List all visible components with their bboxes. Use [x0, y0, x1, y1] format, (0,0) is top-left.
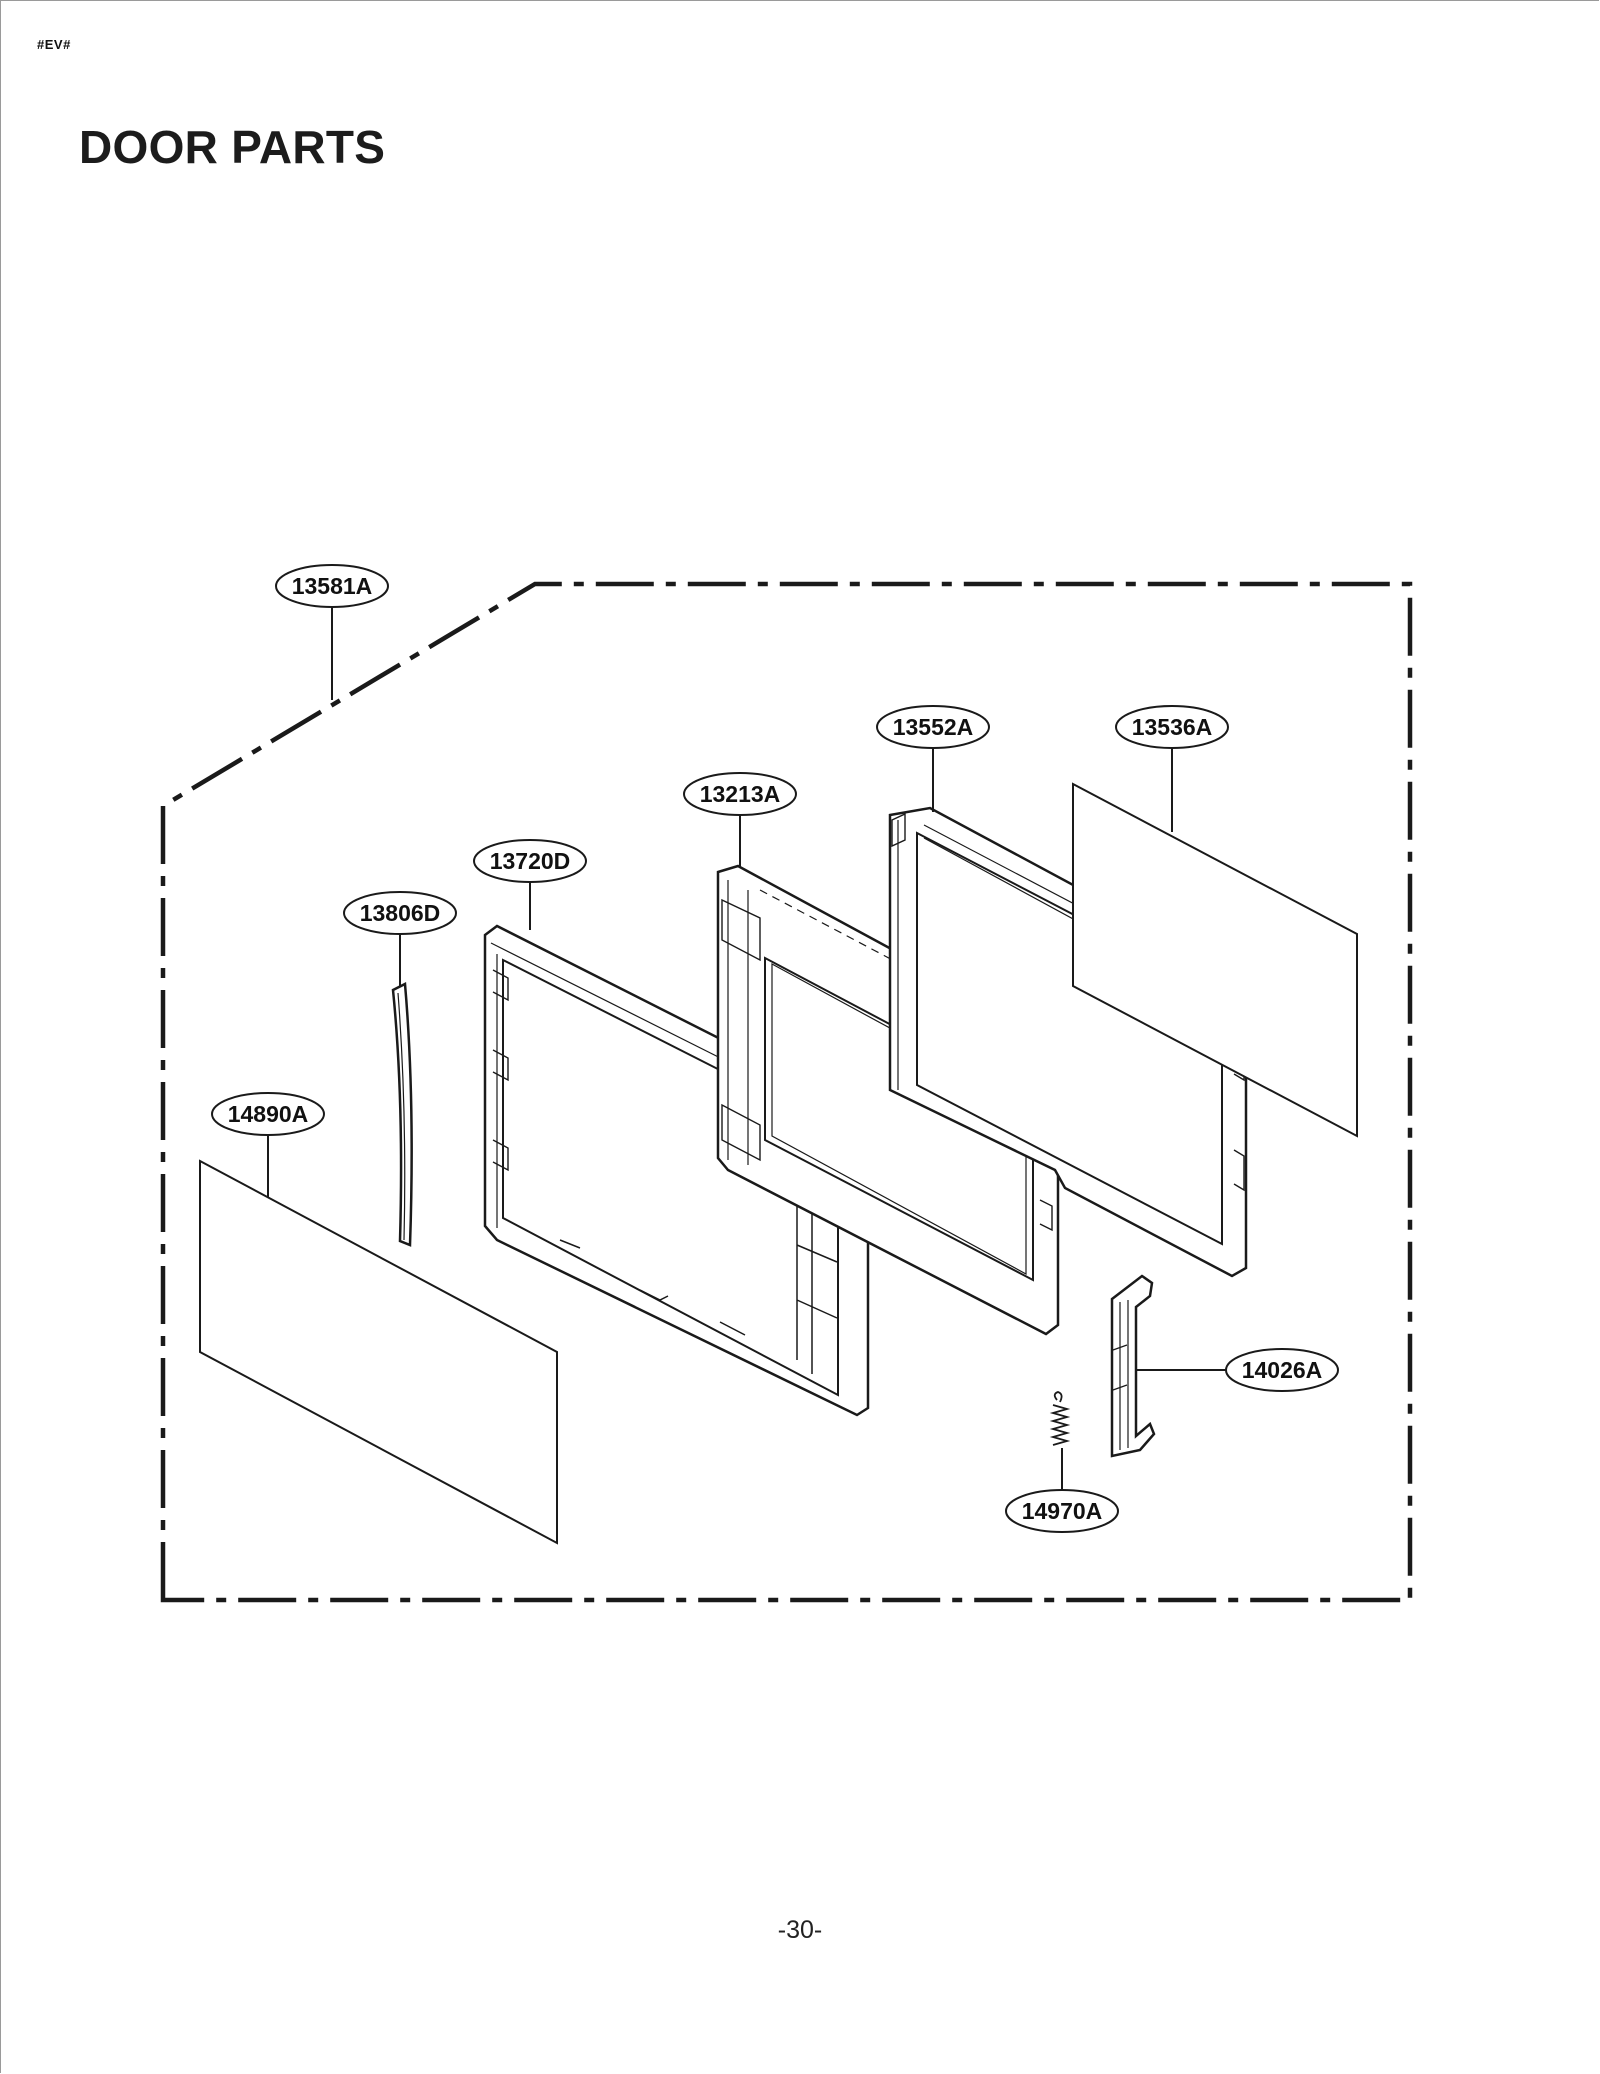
callout-choke-cover: 13536A: [1115, 705, 1229, 749]
choke-cover-outline: [1072, 782, 1358, 1138]
latch-spring-part: [1049, 1391, 1071, 1446]
assembly-boundary: [160, 581, 1413, 1603]
callout-assembly: 13581A: [275, 564, 389, 608]
page-number: -30-: [777, 1916, 823, 1944]
callout-latch-key: 14026A: [1225, 1348, 1339, 1392]
callout-label: 14026A: [1242, 1357, 1323, 1383]
door-front-part: [483, 924, 870, 1417]
choke-cover-part: [1072, 782, 1358, 1138]
callout-choke-frame: 13552A: [876, 705, 990, 749]
leader-lines: [267, 607, 1237, 1493]
callout-label: 14970A: [1022, 1498, 1103, 1524]
callout-label: 14890A: [228, 1101, 309, 1127]
handle-part: [391, 982, 413, 1247]
latch-key-part: [1110, 1274, 1156, 1458]
callout-handle: 13806D: [343, 891, 457, 935]
page-code: #EV#: [37, 37, 71, 52]
callout-door-sheet: 14890A: [211, 1092, 325, 1136]
callout-label: 13536A: [1132, 714, 1213, 740]
callout-door-front: 13720D: [473, 839, 587, 883]
callout-door-frame: 13213A: [683, 772, 797, 816]
callout-label: 13720D: [490, 848, 571, 874]
section-title: DOOR PARTS: [79, 121, 386, 173]
door-sheet-part: [199, 1159, 558, 1545]
callout-label: 13213A: [700, 781, 781, 807]
callout-label: 13581A: [292, 573, 373, 599]
callout-label: 13806D: [360, 900, 441, 926]
callout-label: 13552A: [893, 714, 974, 740]
callout-latch-spring: 14970A: [1005, 1489, 1119, 1533]
door-sheet-outline: [199, 1159, 558, 1545]
handle-outline: [391, 982, 413, 1247]
